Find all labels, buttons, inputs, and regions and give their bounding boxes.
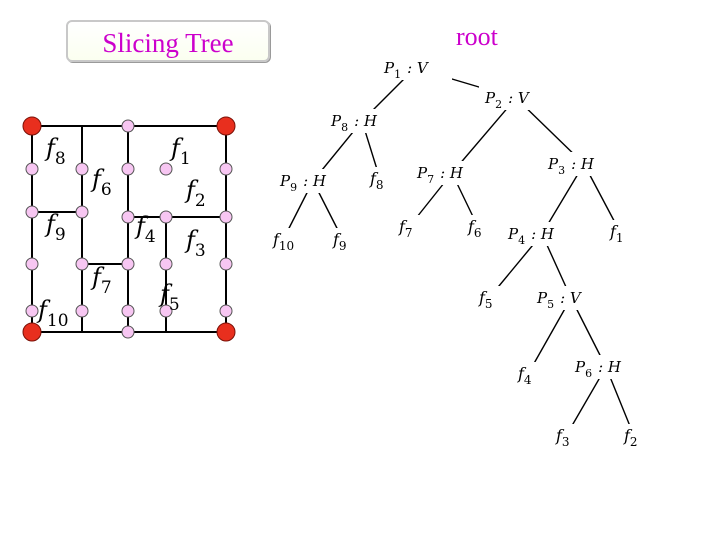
tree-edge: [527, 297, 572, 375]
floorplan-module-f8: f8: [44, 134, 66, 169]
tree-leaf-t_f7-bg: [395, 215, 423, 239]
floorplan-junction-node: [25, 162, 39, 176]
floorplan-corner-node: [216, 116, 236, 136]
tree-leaf-t_f8-bg: [366, 167, 394, 191]
tree-leaf-t_f5: f5: [478, 288, 493, 311]
tree-node-p4: P4: H: [507, 225, 555, 247]
floorplan-junction-node: [75, 205, 89, 219]
floorplan-junction-node: [121, 257, 135, 271]
tree-edge: [451, 97, 517, 174]
tree-leaf-t_f3-bg: [552, 424, 580, 448]
floorplan-corner-node: [22, 116, 42, 136]
tree-node-p7: P7: H: [416, 164, 464, 186]
tree-leaf-t_f5-bg: [475, 286, 503, 310]
tree-node-p9: P9: H: [279, 172, 327, 194]
tree-node-p6: P6: H: [574, 358, 622, 380]
floorplan-corner-node: [216, 322, 236, 342]
tree-leaf-t_f2-bg: [620, 424, 648, 448]
floorplan-junction-node: [121, 210, 135, 224]
floorplan-junction-node: [75, 257, 89, 271]
tree-leaf-t_f9: f9: [332, 230, 347, 253]
floorplan-module-f10: f10: [36, 296, 69, 331]
floorplan-junction-node: [25, 257, 39, 271]
floorplan-junction-node: [121, 325, 135, 339]
tree-node-p5-bg: [531, 286, 611, 310]
tree-node-p2: P2: V: [484, 89, 531, 111]
tree-leaf-t_f6: f6: [467, 217, 482, 240]
tree-leaf-t_f2: f2: [623, 426, 638, 449]
tree-leaf-t_f7: f7: [398, 217, 413, 240]
floorplan-module-f3: f3: [184, 226, 206, 261]
tree-node-p3-bg: [542, 152, 626, 176]
tree-node-p2-bg: [479, 86, 553, 110]
tree-leaf-t_f8: f8: [369, 169, 384, 192]
floorplan-junction-node: [25, 205, 39, 219]
tree-node-p1-bg: [378, 56, 452, 80]
floorplan-module-f2: f2: [184, 176, 206, 211]
tree-node-p7-bg: [411, 161, 493, 185]
floorplan-corner-node: [22, 322, 42, 342]
tree-node-p8-bg: [325, 109, 399, 133]
floorplan-junction-node: [121, 304, 135, 318]
floorplan-junction-node: [75, 162, 89, 176]
tree-leaf-t_f4-bg: [514, 362, 542, 386]
floorplan-junction-node: [159, 210, 173, 224]
floorplan-module-f7: f7: [90, 263, 112, 298]
tree-node-p8: P8: H: [330, 112, 378, 134]
floorplan-junction-node: [159, 257, 173, 271]
floorplan-junction-node: [25, 304, 39, 318]
floorplan-junction-node: [219, 257, 233, 271]
slicing-tree-title-box: Slicing Tree: [66, 20, 270, 62]
floorplan-junction-node: [121, 119, 135, 133]
tree-node-p5: P5: V: [536, 289, 583, 311]
root-label: root: [456, 22, 498, 51]
floorplan-module-f9: f9: [44, 210, 66, 245]
floorplan-junction-node: [219, 162, 233, 176]
slicing-tree-title: Slicing Tree: [102, 28, 234, 58]
tree-node-p9-bg: [274, 169, 352, 193]
tree-node-p3: P3: H: [547, 155, 595, 177]
floorplan-junction-node: [219, 304, 233, 318]
tree-leaf-t_f1-bg: [606, 220, 634, 244]
floorplan-junction-node: [159, 162, 173, 176]
tree-leaf-t_f10: f10: [272, 230, 294, 253]
tree-leaf-t_f3: f3: [555, 426, 570, 449]
floorplan-junction-node: [219, 210, 233, 224]
floorplan-module-f1: f1: [169, 134, 191, 169]
tree-node-p1: P1: V: [383, 59, 430, 81]
tree-node-p6-bg: [569, 355, 643, 379]
tree-leaf-t_f1: f1: [609, 222, 624, 245]
floorplan-module-f6: f6: [90, 165, 112, 200]
tree-leaf-t_f6-bg: [464, 215, 492, 239]
tree-leaf-t_f10-bg: [269, 228, 297, 252]
tree-node-p4-bg: [502, 222, 582, 246]
floorplan-junction-node: [75, 304, 89, 318]
floorplan-junction-node: [121, 162, 135, 176]
tree-leaf-t_f4: f4: [517, 364, 532, 387]
floorplan-junction-node: [159, 304, 173, 318]
tree-leaf-t_f9-bg: [329, 228, 357, 252]
